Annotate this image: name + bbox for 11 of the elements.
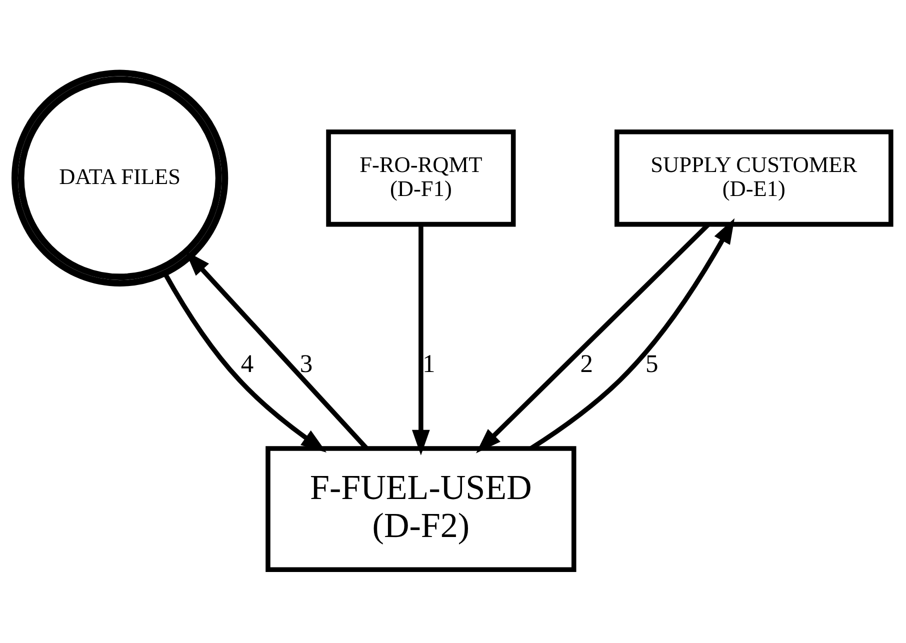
edge-label: 4 [240,348,254,378]
edge-label: 5 [646,348,658,378]
arrow [412,224,430,456]
node-box: F-FUEL-USED (D-F2) [266,446,576,572]
node-circle: DATA FILES [12,70,228,286]
node-box: F-RO-RQMT (D-F1) [326,130,516,227]
edge-label: 1 [422,348,436,378]
node-box: SUPPLY CUSTOMER (D-E1) [614,130,894,227]
arrow [162,272,327,452]
edge-label: 2 [580,348,593,378]
edge-label: 3 [300,348,313,378]
